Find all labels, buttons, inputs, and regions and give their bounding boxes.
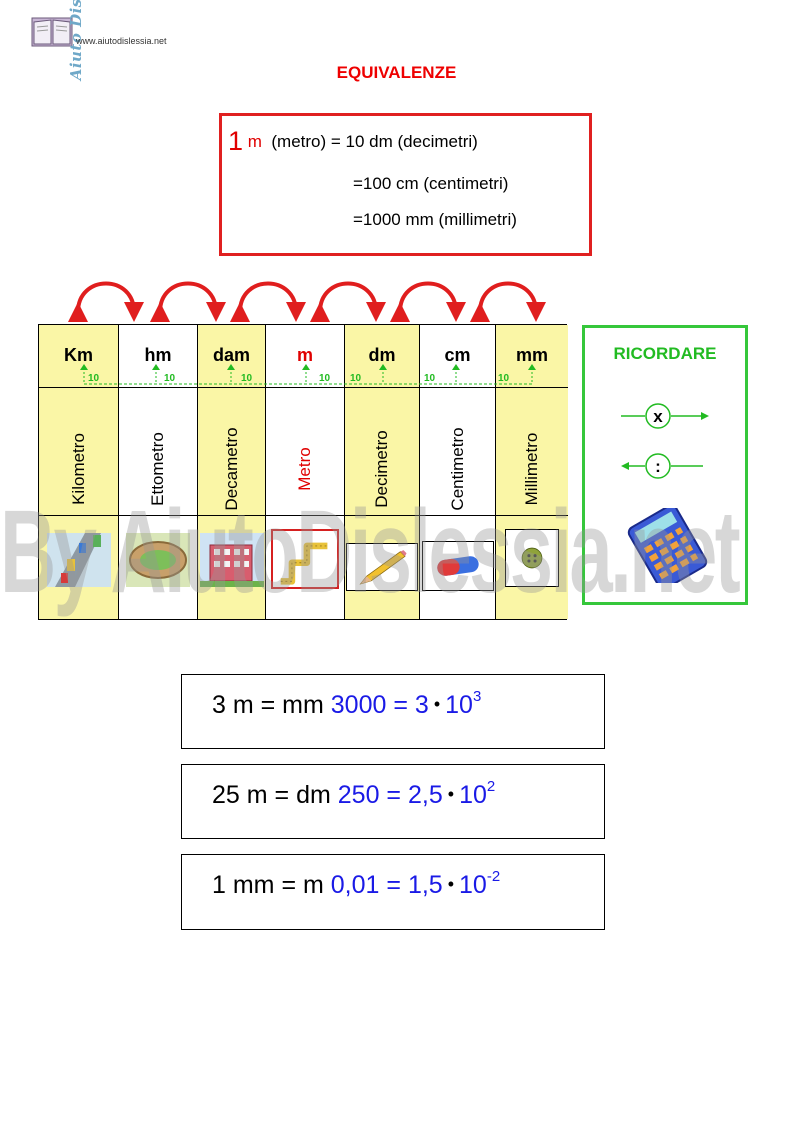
result-value: 0,01 = xyxy=(330,871,401,899)
result-lhs: 25 m = dm xyxy=(212,781,331,809)
arrow-left-icon xyxy=(621,462,629,470)
arrow-right-icon xyxy=(701,412,709,420)
arrow-3 xyxy=(229,281,306,323)
stadium-image xyxy=(126,533,190,587)
factor-label: 10 xyxy=(319,373,331,384)
unit-name: Kilometro xyxy=(68,433,88,505)
result-base: 10 xyxy=(445,691,473,719)
ricordare-label: RICORDARE xyxy=(613,344,717,363)
equivalence-unit: m xyxy=(247,132,262,151)
result-line: 25 m = dm 250 = 2,5•102 xyxy=(212,778,496,809)
arrow-4 xyxy=(309,281,386,323)
unit-symbol: Km xyxy=(63,345,93,365)
equivalence-line-1: 1 m (metro) = 10 dm (decimetri) xyxy=(228,126,478,157)
unit-symbol: dam xyxy=(212,345,250,365)
calculator-icon xyxy=(627,508,708,583)
equivalence-one: 1 xyxy=(228,126,244,156)
unit-symbol: hm xyxy=(144,345,172,365)
result-line: 1 mm = m 0,01 = 1,5•10-2 xyxy=(212,868,501,899)
unit-name: Decimetro xyxy=(372,430,391,508)
result-mantissa: 1,5 xyxy=(407,871,443,899)
button-image xyxy=(505,529,559,587)
result-box-2: 25 m = dm 250 = 2,5•102 xyxy=(181,764,605,839)
result-box-3: 1 mm = m 0,01 = 1,5•10-2 xyxy=(181,854,605,930)
divide-sign: : xyxy=(655,457,661,476)
unit-column-m: m Metro xyxy=(266,325,345,619)
unit-column-cm: cm Centimetro xyxy=(420,325,496,619)
unit-column-dam: dam Decametro xyxy=(198,325,266,619)
unit-name: Metro xyxy=(295,447,314,491)
equivalence-line-2: =100 cm (centimetri) xyxy=(353,174,509,193)
unit-symbol: cm xyxy=(444,345,471,365)
result-lhs: 1 mm = m xyxy=(212,871,324,899)
page-title: EQUIVALENZE xyxy=(336,63,457,82)
result-base: 10 xyxy=(459,781,487,809)
multiply-divide-rules: x : xyxy=(621,403,709,479)
factor-label: 10 xyxy=(241,373,253,384)
unit-name: Ettometro xyxy=(148,432,167,506)
equivalence-line-1-rest: (metro) = 10 dm (decimetri) xyxy=(271,132,478,151)
unit-symbol: dm xyxy=(368,345,396,365)
arrow-1 xyxy=(67,281,144,323)
result-exponent: -2 xyxy=(486,868,501,885)
unit-name: Centimetro xyxy=(447,427,467,511)
result-lhs: 3 m = mm xyxy=(212,691,324,719)
result-mantissa: 3 xyxy=(414,691,429,719)
equivalence-line-3: =1000 mm (millimetri) xyxy=(353,210,517,229)
building-image xyxy=(199,533,264,587)
unit-column-km: Km Kilometro xyxy=(39,325,119,619)
arrow-6 xyxy=(469,281,546,323)
result-value: 250 = xyxy=(337,781,402,809)
result-mantissa: 2,5 xyxy=(407,781,443,809)
book-logo-icon xyxy=(31,17,73,47)
factor-label: 10 xyxy=(350,373,362,384)
highway-image xyxy=(46,533,111,587)
ricordare-box: RICORDARE x : xyxy=(582,325,748,605)
folding-ruler-image xyxy=(271,529,339,589)
unit-name: Decametro xyxy=(221,427,241,511)
conversion-arrows xyxy=(67,281,546,323)
factor-markers: 10 10 10 10 10 10 10 xyxy=(80,364,536,385)
factor-label: 10 xyxy=(424,373,436,384)
eraser-image xyxy=(421,541,494,591)
result-exponent: 3 xyxy=(472,688,482,705)
factor-label: 10 xyxy=(498,373,510,384)
arrow-5 xyxy=(389,281,466,323)
logo-url[interactable]: www.aiutodislessia.net xyxy=(76,36,167,46)
result-exponent: 2 xyxy=(486,778,496,795)
equivalence-box: 1 m (metro) = 10 dm (decimetri) =100 cm … xyxy=(219,113,592,256)
arrow-2 xyxy=(149,281,226,323)
units-table: Km Kilometro hm Ettometro dam Decametro xyxy=(38,324,568,620)
multiply-sign: x xyxy=(653,407,663,426)
unit-symbol: mm xyxy=(515,345,548,365)
result-line: 3 m = mm 3000 = 3•103 xyxy=(212,688,482,719)
result-box-1: 3 m = mm 3000 = 3•103 xyxy=(181,674,605,749)
factor-label: 10 xyxy=(164,373,176,384)
result-value: 3000 = xyxy=(330,691,408,719)
factor-label: 10 xyxy=(88,373,100,384)
result-base: 10 xyxy=(459,871,487,899)
unit-column-hm: hm Ettometro xyxy=(119,325,198,619)
unit-name: Millimetro xyxy=(522,432,541,506)
pencil-image xyxy=(346,543,418,591)
unit-symbol: m xyxy=(296,345,313,365)
site-logo[interactable]: Aiuto Dislessia www.aiutodislessia.net xyxy=(30,0,180,80)
